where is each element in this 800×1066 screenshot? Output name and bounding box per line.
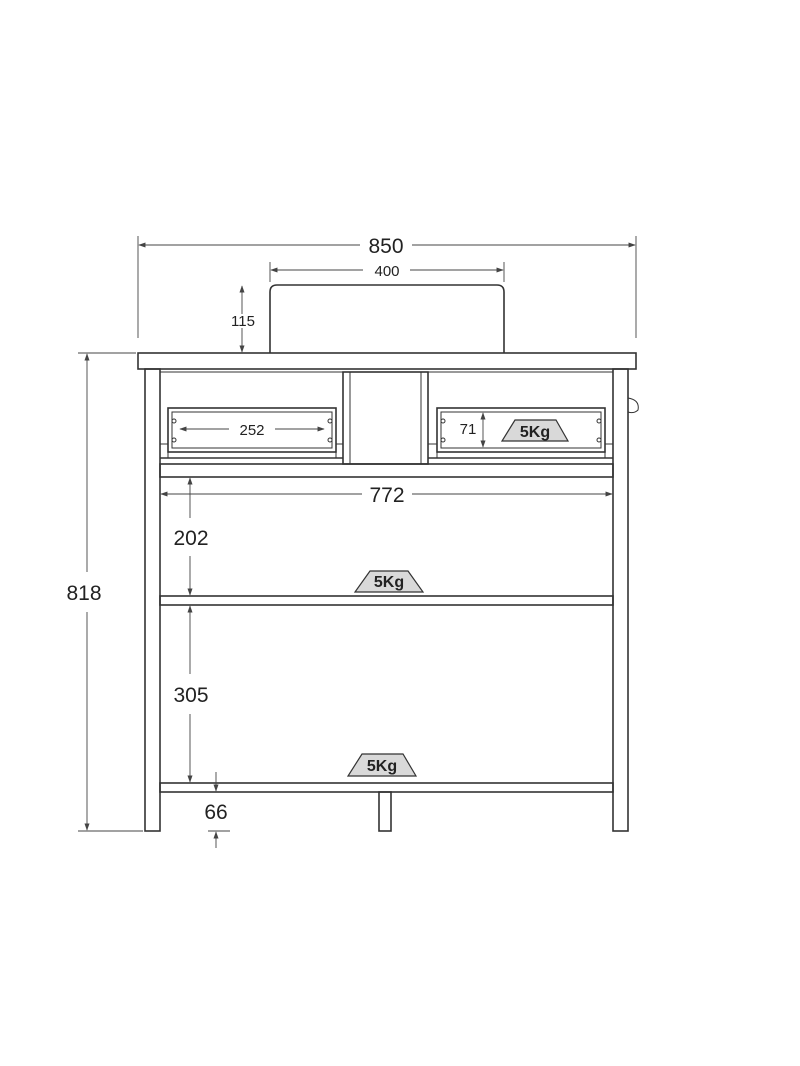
left-drawer [159,407,344,459]
middle-shelf [159,595,614,606]
dimension-drawer-height: 71 [460,412,486,448]
cabinet-outline [137,284,639,832]
inner-width-label: 772 [369,484,404,507]
right-leg [612,368,629,832]
dimension-upper-shelf-gap: 202 [173,477,209,596]
dimension-floor-clearance: 66 [204,772,230,848]
left-leg [144,368,161,832]
center-siphon-panel [342,371,429,465]
right-drawer [427,407,614,459]
bottom-shelf [159,782,614,793]
dimension-basin-width: 400 [269,262,505,282]
dimension-drawer-width: 252 [179,422,325,439]
upper-shelf-gap-label: 202 [173,527,208,550]
lower-shelf-gap-label: 305 [173,684,208,707]
drawer-height-label: 71 [460,421,477,438]
basin-height-label: 115 [231,313,255,330]
center-foot [378,791,392,832]
drawer-base-rail [159,463,614,478]
dimension-inner-width: 772 [160,484,613,507]
basin-width-label: 400 [374,263,399,280]
dimension-overall-width: 850 [137,235,637,338]
dimension-lower-shelf-gap: 305 [173,605,209,783]
overall-width-label: 850 [368,235,403,258]
drawer-load-badge: 5Kg [500,419,570,442]
dimension-basin-height: 115 [229,285,257,353]
dimension-overall-height: 818 [66,352,143,832]
bottom-shelf-load-badge: 5Kg [346,753,418,777]
countertop [137,352,637,370]
towel-hook [627,397,639,414]
drawer-load-label: 5Kg [520,424,550,441]
basin [269,284,505,353]
bottom-shelf-load-label: 5Kg [367,758,397,775]
middle-shelf-load-badge: 5Kg [353,570,425,593]
drawer-width-label: 252 [239,422,264,439]
overall-height-label: 818 [66,582,101,605]
middle-shelf-load-label: 5Kg [374,574,404,591]
floor-clearance-label: 66 [204,801,227,824]
